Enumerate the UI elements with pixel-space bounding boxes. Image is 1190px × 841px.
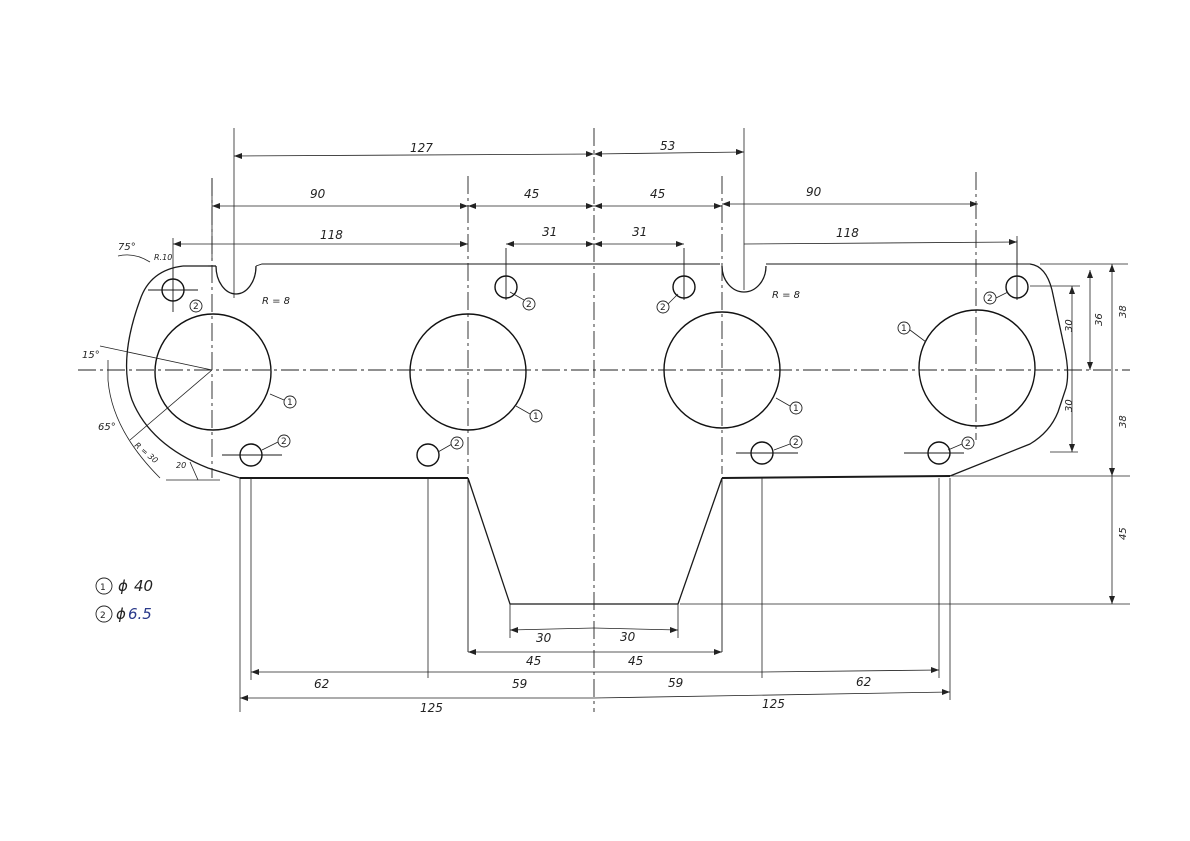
balloon-1-c: 1 — [793, 404, 799, 414]
dim-118-left: 118 — [320, 228, 343, 242]
legend-item1-symbol: ϕ — [118, 577, 128, 595]
large-hole-3 — [663, 311, 781, 429]
note-angle-75: 75° — [118, 242, 136, 253]
dim-31-left: 31 — [542, 225, 557, 239]
dimension-lines — [99, 151, 1113, 699]
large-holes — [154, 309, 1036, 431]
large-hole-4 — [918, 309, 1036, 427]
balloon-2-h: 2 — [965, 439, 971, 449]
dim-31-right: 31 — [632, 225, 647, 239]
dim-59-right: 59 — [668, 676, 683, 690]
balloon-2-b: 2 — [526, 300, 532, 310]
balloon-2-c: 2 — [660, 303, 666, 313]
balloon-1-a: 1 — [287, 398, 293, 408]
small-holes — [148, 240, 1029, 467]
balloon-2-a: 2 — [193, 302, 199, 312]
plate-outline — [125, 263, 1069, 652]
balloon-1-d: 1 — [901, 324, 907, 334]
dim-62-left: 62 — [314, 677, 329, 691]
note-r8-left: R = 8 — [262, 296, 290, 307]
dim-62-right: 62 — [856, 675, 871, 689]
note-r30: R = 30 — [133, 441, 160, 466]
dim-38-vertical-lower: 38 — [1118, 415, 1129, 428]
legend-item2-number: 2 — [100, 611, 106, 621]
legend: 1 ϕ 40 2 ϕ 6.5 — [95, 577, 153, 623]
dim-38-vertical-upper: 38 — [1118, 305, 1129, 318]
dim-45-left: 45 — [524, 187, 539, 201]
extension-lines — [166, 128, 1130, 712]
dimension-texts: 127 53 90 45 45 90 118 31 31 118 30 30 4… — [310, 139, 1129, 715]
dim-125-right: 125 — [762, 697, 785, 711]
dim-90-right: 90 — [806, 185, 822, 199]
note-angle-15: 15° — [82, 350, 100, 361]
balloon-2-g: 2 — [793, 438, 799, 448]
dim-59-left: 59 — [512, 677, 527, 691]
legend-item1-number: 1 — [100, 583, 106, 593]
dim-45-bottom-right: 45 — [628, 654, 643, 668]
legend-item2-symbol: ϕ — [116, 605, 126, 623]
balloon-2-f: 2 — [454, 439, 460, 449]
dim-127: 127 — [410, 141, 433, 155]
dim-36-vertical: 36 — [1094, 313, 1105, 326]
balloon-2-e: 2 — [281, 437, 287, 447]
arrowheads — [173, 149, 1115, 701]
balloons: 1 1 1 1 2 2 2 2 2 2 2 2 — [189, 291, 1009, 453]
dim-30-vertical-upper: 30 — [1064, 319, 1075, 332]
dim-90-left: 90 — [310, 187, 326, 201]
note-r10: R.10 — [154, 253, 172, 262]
dim-30-bottom-left: 30 — [536, 631, 552, 645]
legend-item2-value: 6.5 — [128, 605, 152, 623]
dim-53: 53 — [660, 139, 675, 153]
note-angle-65: 65° — [98, 422, 116, 433]
notes: R = 8 R = 8 R.10 R = 30 75° 15° 65° 20 — [82, 242, 800, 470]
dim-45-bottom-left: 45 — [526, 654, 541, 668]
note-r8-right: R = 8 — [772, 290, 800, 301]
balloon-1-b: 1 — [533, 412, 539, 422]
small-hole-6 — [416, 443, 440, 467]
dim-30-bottom-right: 30 — [620, 630, 636, 644]
center-axes — [78, 128, 1130, 712]
dim-45-right: 45 — [650, 187, 665, 201]
balloon-2-d: 2 — [987, 294, 993, 304]
dim-30-vertical-lower: 30 — [1064, 399, 1075, 412]
legend-item1-value: 40 — [134, 577, 153, 595]
large-hole-2 — [409, 313, 527, 431]
dim-118-right: 118 — [836, 226, 859, 240]
large-hole-1 — [154, 313, 272, 431]
note-20: 20 — [176, 461, 186, 470]
dim-45-vertical: 45 — [1118, 527, 1129, 540]
dim-125-left: 125 — [420, 701, 443, 715]
